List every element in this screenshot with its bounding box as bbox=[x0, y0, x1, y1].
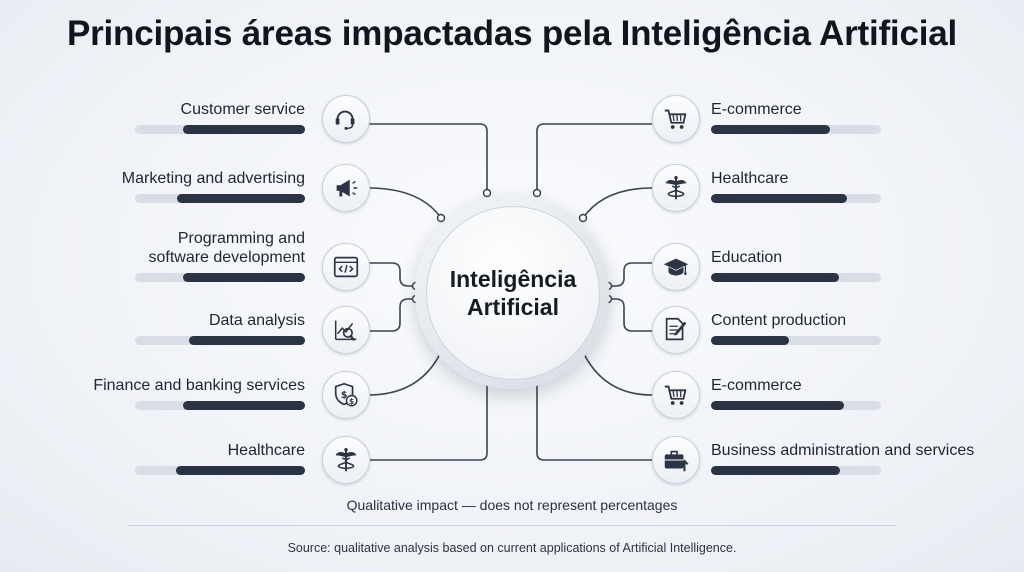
right-area-4-impact-bar bbox=[711, 401, 844, 410]
right-area-5-label: Business administration and services bbox=[711, 442, 975, 459]
right-area-0-impact-bar bbox=[711, 125, 830, 134]
left-connector-5 bbox=[368, 378, 488, 461]
right-connector-4 bbox=[582, 351, 653, 396]
footer-divider bbox=[128, 525, 896, 526]
left-area-0-impact-track bbox=[135, 125, 305, 134]
right-area-5-impact-track bbox=[711, 466, 881, 475]
right-area-1-impact-bar bbox=[711, 194, 847, 203]
shopping-cart-icon bbox=[652, 95, 700, 143]
right-connector-dot-1 bbox=[578, 213, 588, 223]
left-connector-2 bbox=[368, 262, 416, 287]
source-note: Source: qualitative analysis based on cu… bbox=[287, 541, 737, 555]
headset-icon bbox=[322, 95, 370, 143]
hub-title-line1: Inteligência bbox=[449, 266, 577, 292]
right-area-1-label: Healthcare bbox=[711, 170, 789, 187]
right-area-1-impact-track bbox=[711, 194, 881, 203]
code-window-icon bbox=[322, 243, 370, 291]
left-connector-1 bbox=[367, 187, 442, 219]
left-connector-dot-0 bbox=[482, 188, 492, 198]
left-area-0-label: Customer service bbox=[180, 101, 305, 118]
left-area-5-label: Healthcare bbox=[227, 442, 305, 459]
shopping-cart-icon bbox=[652, 371, 700, 419]
impact-note: Qualitative impact — does not represent … bbox=[346, 497, 678, 513]
left-area-4-impact-track bbox=[135, 401, 305, 410]
left-area-1-label: Marketing and advertising bbox=[121, 170, 305, 187]
left-connector-3 bbox=[368, 298, 416, 332]
right-area-3-impact-track bbox=[711, 336, 881, 345]
right-area-5-impact-bar bbox=[711, 466, 840, 475]
right-area-0-impact-track bbox=[711, 125, 881, 134]
document-pen-icon bbox=[652, 306, 700, 354]
right-connector-3 bbox=[608, 298, 652, 332]
right-area-2-label: Education bbox=[711, 249, 783, 266]
left-area-5-impact-bar bbox=[176, 466, 305, 475]
right-connector-0 bbox=[536, 123, 652, 193]
chart-magnifier-icon bbox=[322, 306, 370, 354]
right-area-4-label: E-commerce bbox=[711, 377, 802, 394]
caduceus-icon bbox=[652, 164, 700, 212]
right-connector-2 bbox=[608, 262, 652, 287]
hub-circle: Inteligência Artificial bbox=[426, 206, 600, 380]
caduceus-icon bbox=[322, 436, 370, 484]
left-connector-dot-1 bbox=[436, 213, 446, 223]
briefcase-growth-icon bbox=[652, 436, 700, 484]
svg-text:$: $ bbox=[341, 390, 348, 401]
right-connector-dot-0 bbox=[532, 188, 542, 198]
megaphone-icon bbox=[322, 164, 370, 212]
left-area-2-label: Programming and software development bbox=[148, 230, 305, 266]
graduation-cap-icon bbox=[652, 243, 700, 291]
svg-text:$: $ bbox=[349, 397, 354, 406]
right-area-0-label: E-commerce bbox=[711, 101, 802, 118]
hub-title-line2: Artificial bbox=[466, 294, 559, 320]
right-connector-1 bbox=[582, 187, 653, 219]
left-connector-0 bbox=[368, 123, 488, 193]
left-area-0-impact-bar bbox=[183, 125, 305, 134]
right-area-4-impact-track bbox=[711, 401, 881, 410]
right-area-3-impact-bar bbox=[711, 336, 789, 345]
left-area-1-impact-track bbox=[135, 194, 305, 203]
right-area-2-impact-track bbox=[711, 273, 881, 282]
left-area-3-impact-track bbox=[135, 336, 305, 345]
page-title: Principais áreas impactadas pela Intelig… bbox=[66, 14, 958, 53]
left-area-4-impact-bar bbox=[183, 401, 305, 410]
left-area-2-impact-bar bbox=[183, 273, 305, 282]
shield-dollar-icon: $$ bbox=[322, 371, 370, 419]
left-area-3-impact-bar bbox=[189, 336, 305, 345]
left-area-3-label: Data analysis bbox=[208, 312, 305, 329]
left-area-1-impact-bar bbox=[177, 194, 305, 203]
right-connector-5 bbox=[536, 378, 652, 461]
left-area-4-label: Finance and banking services bbox=[93, 377, 305, 394]
left-connector-4 bbox=[367, 351, 442, 396]
right-area-3-label: Content production bbox=[711, 312, 847, 329]
left-area-2-impact-track bbox=[135, 273, 305, 282]
right-area-2-impact-bar bbox=[711, 273, 839, 282]
left-area-5-impact-track bbox=[135, 466, 305, 475]
